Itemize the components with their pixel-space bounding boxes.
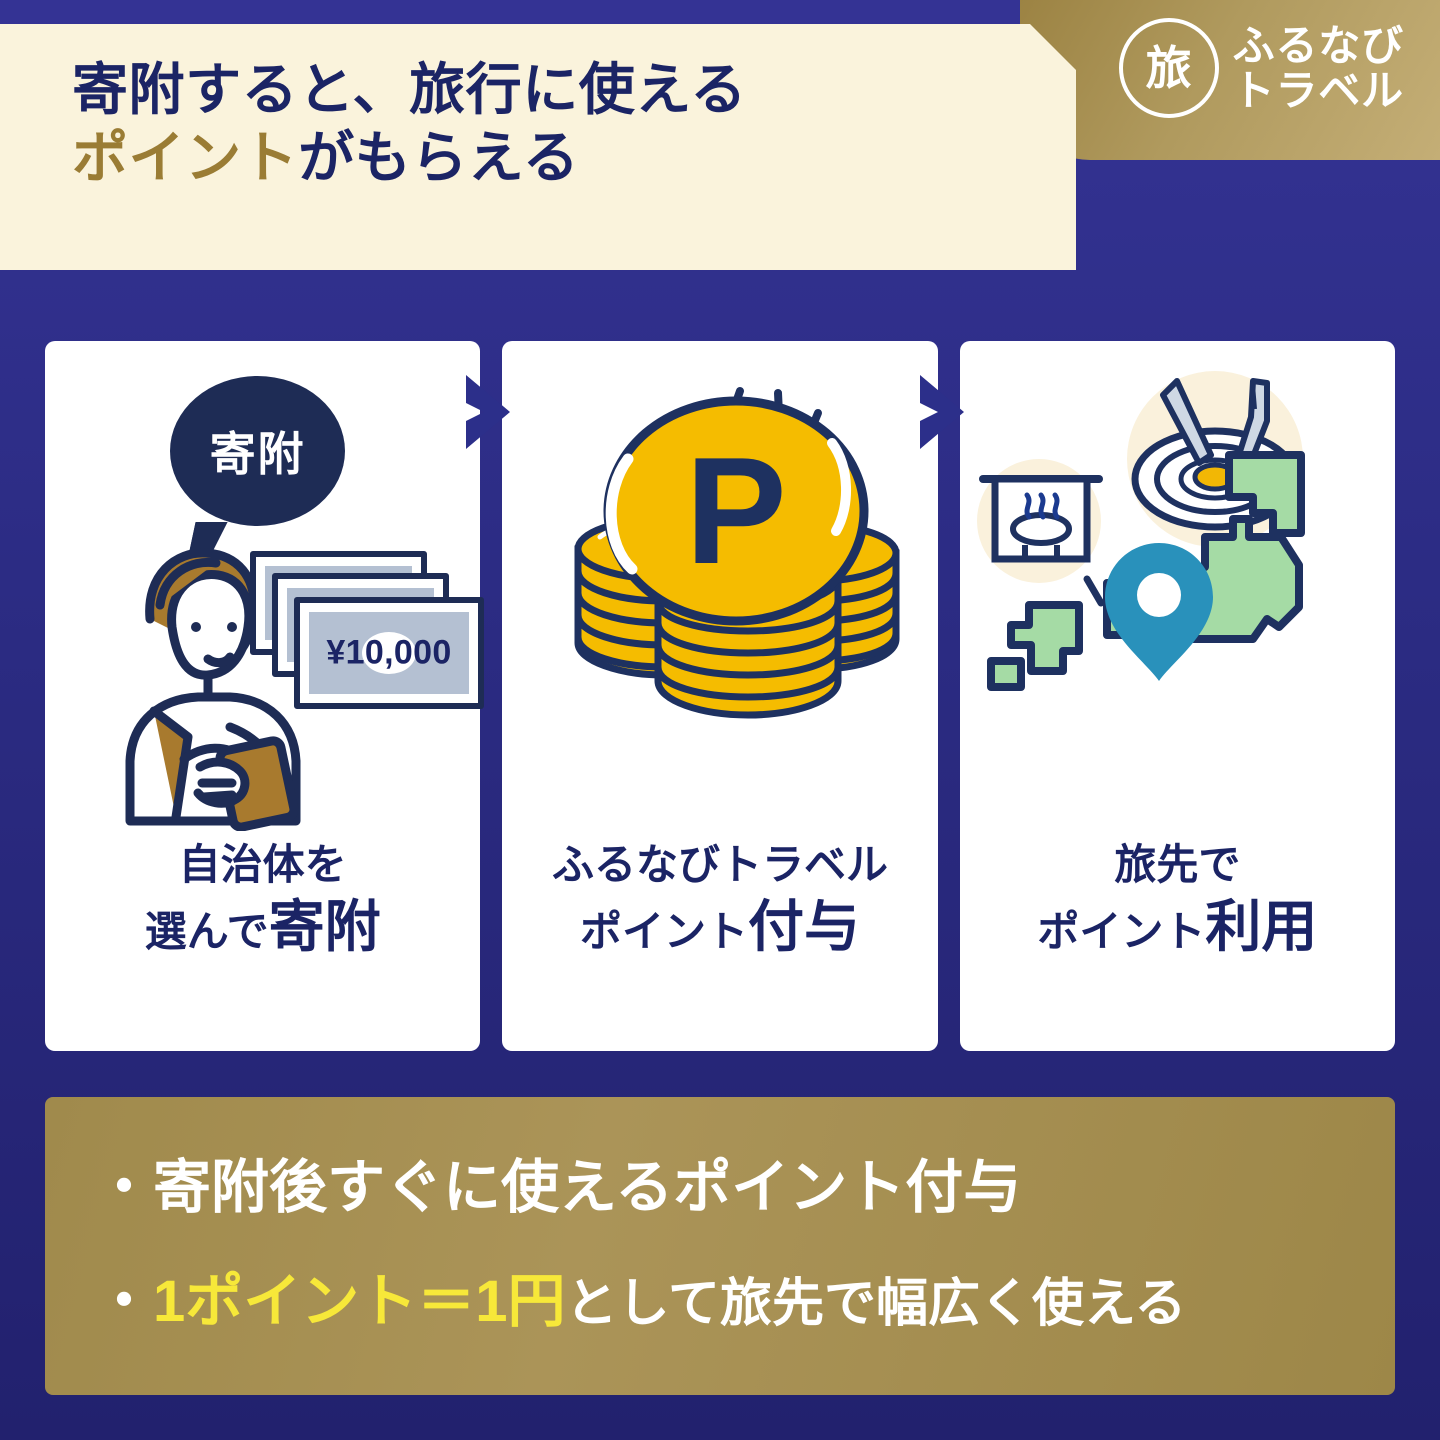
logo-line-1: ふるなび	[1232, 21, 1404, 69]
onsen-noren-icon	[977, 459, 1104, 583]
step-3-caption-line-1: 旅先で	[1114, 841, 1241, 888]
step-3-caption-line-2: ポイント利用	[960, 892, 1395, 963]
step-1-caption-line-2: 選んで寄附	[45, 892, 480, 963]
benefit-2-marker: ・	[95, 1269, 154, 1334]
title-line-1: 寄附すると、旅行に使える	[72, 58, 747, 121]
logo-wordmark: ふるなび トラベル	[1232, 21, 1404, 114]
step-1-caption: 自治体を 選んで寄附	[45, 839, 480, 962]
coin-letter-p: P	[685, 426, 786, 596]
step-3-caption-small: ポイント	[1037, 907, 1206, 955]
step-2-illustration: P	[502, 341, 937, 841]
location-pin-icon	[1105, 543, 1214, 681]
step-arrow-1-icon	[466, 375, 510, 449]
benefit-2-highlight: 1ポイント＝1円	[153, 1269, 566, 1334]
benefit-2-rest: として旅先で幅広く使える	[565, 1275, 1187, 1333]
benefit-bullet-1: ・寄附後すぐに使えるポイント付与	[95, 1155, 1022, 1220]
step-1-illustration: 寄附	[45, 341, 484, 841]
step-1-caption-line-1: 自治体を	[178, 841, 347, 888]
benefits-panel: ・寄附後すぐに使えるポイント付与 ・1ポイント＝1円として旅先で幅広く使える	[45, 1097, 1395, 1395]
speech-bubble-label: 寄附	[209, 428, 306, 480]
coin-stack-icon: P	[574, 387, 900, 719]
person-with-phone-icon	[125, 548, 301, 831]
donation-speech-bubble: 寄附	[170, 376, 345, 526]
step-3-caption-emphasis: 利用	[1205, 894, 1318, 958]
step-arrow-2-icon	[920, 375, 964, 449]
step-3-caption: 旅先で ポイント利用	[960, 839, 1395, 962]
furunavi-travel-logo[interactable]: 旅 ふるなび トラベル	[1118, 18, 1404, 118]
banknotes-icon: ¥10,000	[250, 551, 484, 711]
step-2-caption-line-1: ふるなびトラベル	[551, 841, 888, 888]
step-card-points-granted[interactable]: P ふるなびトラベル ポイント付与	[502, 341, 938, 1051]
step-1-caption-small: 選んで	[144, 907, 269, 955]
header-gold-panel	[1020, 0, 1440, 160]
step-2-caption-small: ポイント	[579, 907, 748, 955]
step-1-caption-emphasis: 寄附	[268, 894, 381, 958]
benefit-bullet-2: ・1ポイント＝1円として旅先で幅広く使える	[95, 1273, 1186, 1331]
header: 寄附すると、旅行に使える ポイントがもらえる 旅 ふるなび トラベル	[0, 0, 1440, 285]
travel-kanji-icon: 旅	[1118, 18, 1219, 118]
logo-mark-text: 旅	[1145, 42, 1192, 94]
header-cream-panel	[0, 24, 1076, 270]
step-card-use-points[interactable]: 旅先で ポイント利用	[959, 341, 1395, 1051]
page-title: 寄附すると、旅行に使える ポイントがもらえる	[72, 56, 972, 193]
title-keyword-point: ポイント	[72, 126, 299, 190]
step-2-caption-line-2: ポイント付与	[502, 892, 937, 963]
step-2-caption: ふるなびトラベル ポイント付与	[502, 839, 937, 962]
title-line-2-rest: がもらえる	[298, 126, 580, 190]
banknote-front: ¥10,000	[294, 597, 484, 709]
logo-line-2: トラベル	[1232, 67, 1404, 114]
step-3-illustration	[960, 341, 1395, 841]
steps-row: 寄附	[45, 341, 1395, 1051]
step-2-caption-emphasis: 付与	[748, 894, 860, 958]
banknote-amount: ¥10,000	[326, 633, 452, 672]
step-card-donate[interactable]: 寄附	[45, 341, 484, 1051]
